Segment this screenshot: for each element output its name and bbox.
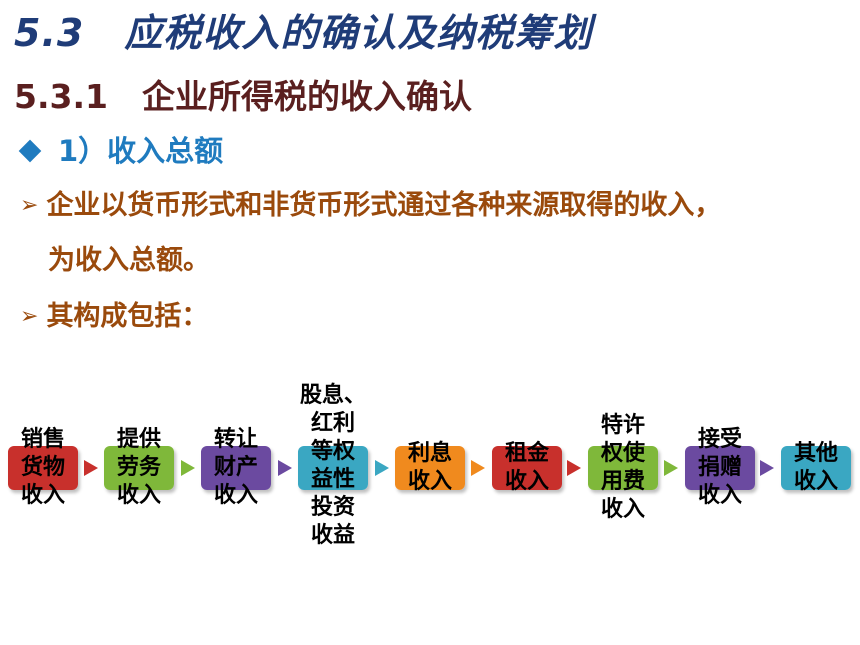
flow-box-royalty xyxy=(588,446,658,490)
flow-label-services: 提供 劳务 收入 xyxy=(116,427,161,508)
flow-arrow-icon xyxy=(375,460,389,476)
diamond-bullet-icon xyxy=(18,139,42,163)
bullet-1-line1: 企业以货币形式和非货币形式通过各种来源取得的收入， xyxy=(46,190,722,221)
flow-arrow-icon xyxy=(471,460,485,476)
flow-label-rent: 租金 收入 xyxy=(504,441,549,494)
flow-box-property xyxy=(201,446,271,490)
flow-label-royalty: 特许 权使 用费 收入 xyxy=(600,413,645,522)
flow-label-sales: 销售 货物 收入 xyxy=(20,427,65,508)
title-text: 应税收入的确认及纳税筹划 xyxy=(124,11,593,55)
flow-label-other: 其他 收入 xyxy=(793,441,838,494)
flow-arrow-icon xyxy=(84,460,98,476)
section-heading: 1）收入总额 xyxy=(18,128,223,170)
flow-box-donation xyxy=(685,446,755,490)
flow-box-services xyxy=(104,446,174,490)
arrow-bullet-icon: ➢ xyxy=(20,304,39,329)
flow-box-other xyxy=(781,446,851,490)
heading-text: 1）收入总额 xyxy=(58,134,224,168)
arrow-bullet-icon: ➢ xyxy=(20,193,39,218)
flow-arrow-icon xyxy=(664,460,678,476)
flow-label-dividend: 股息、 红利 等权 益性 投资 收益 xyxy=(299,383,366,548)
flow-arrow-icon xyxy=(760,460,774,476)
subtitle-text: 企业所得税的收入确认 xyxy=(141,77,472,116)
bullet-1-line2: 为收入总额。 xyxy=(48,245,210,276)
flow-box-dividend xyxy=(298,446,368,490)
bullet-item-1: ➢ 企业以货币形式和非货币形式通过各种来源取得的收入， xyxy=(20,183,721,222)
flow-box-interest xyxy=(395,446,465,490)
flow-arrow-icon xyxy=(567,460,581,476)
section-subtitle: 5.3.1 企业所得税的收入确认 xyxy=(14,70,472,118)
flow-box-sales xyxy=(8,446,78,490)
flow-box-rent xyxy=(492,446,562,490)
flow-label-donation: 接受 捐赠 收入 xyxy=(697,427,742,508)
flow-arrow-icon xyxy=(278,460,292,476)
slide-title: 5.3 应税收入的确认及纳税筹划 xyxy=(14,2,592,57)
flow-label-interest: 利息 收入 xyxy=(407,441,452,494)
bullet-item-2: ➢ 其构成包括： xyxy=(20,294,208,333)
flow-label-property: 转让 财产 收入 xyxy=(213,427,258,508)
bullet-2-line1: 其构成包括： xyxy=(46,301,209,332)
title-number: 5.3 xyxy=(14,11,85,55)
flow-arrow-icon xyxy=(181,460,195,476)
subtitle-number: 5.3.1 xyxy=(14,77,108,116)
